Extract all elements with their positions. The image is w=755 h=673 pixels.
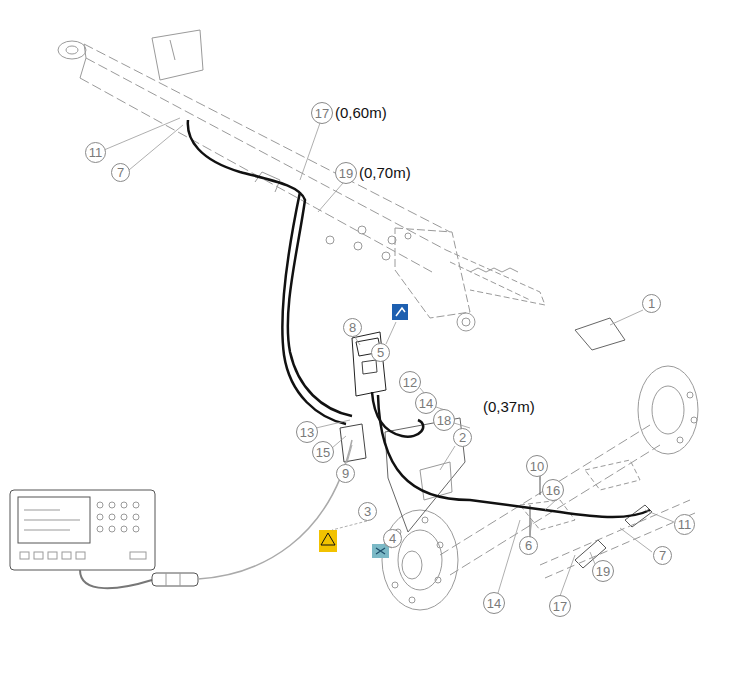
callout-circle: 7 xyxy=(111,163,130,182)
callout-number: 10 xyxy=(530,460,544,473)
callout-circle: 17 xyxy=(311,102,333,124)
callout-circle: 18 xyxy=(433,409,455,431)
callout-circle: 5 xyxy=(371,343,390,362)
callout-circle: 17 xyxy=(549,595,571,617)
callout-number: 6 xyxy=(525,539,532,552)
callout-circle: 16 xyxy=(542,479,564,501)
callout-number: 16 xyxy=(546,484,560,497)
cable-length: (0,70m) xyxy=(358,164,412,181)
callout-circle: 19 xyxy=(335,162,357,184)
callout-circle: 11 xyxy=(674,514,695,535)
callout-circle: 9 xyxy=(336,464,355,483)
callout-number: 7 xyxy=(659,549,666,562)
callout-number: 11 xyxy=(678,518,692,531)
callout-circle: 7 xyxy=(653,546,672,565)
callout-number: 5 xyxy=(377,346,384,359)
callout-circle: 10 xyxy=(526,455,548,477)
callout-number: 15 xyxy=(316,446,330,459)
callout-circle: 14 xyxy=(483,592,505,614)
callout-number: 3 xyxy=(364,505,371,518)
callout-number: 2 xyxy=(459,431,466,444)
callout-number: 1 xyxy=(648,297,655,310)
callout-circle: 13 xyxy=(296,421,318,443)
callout-number: 12 xyxy=(403,376,417,389)
callout-number: 8 xyxy=(349,321,356,334)
callout-number: 17 xyxy=(315,107,329,120)
callout-circle: 14 xyxy=(415,392,437,414)
callout-circle: 4 xyxy=(383,529,402,548)
callout-circle: 19 xyxy=(592,560,614,582)
callout-circle: 15 xyxy=(312,441,334,463)
callout-number: 14 xyxy=(419,397,433,410)
callout-circle: 3 xyxy=(358,502,377,521)
cable-length: (0,37m) xyxy=(482,398,536,415)
callout-number: 11 xyxy=(89,146,103,159)
callout-number: 13 xyxy=(300,426,314,439)
callout-number: 19 xyxy=(596,565,610,578)
callout-circle: 6 xyxy=(519,536,538,555)
callout-number: 4 xyxy=(389,532,396,545)
callout-circle: 12 xyxy=(399,371,421,393)
callout-number: 7 xyxy=(117,166,124,179)
callout-number: 17 xyxy=(553,600,567,613)
callout-number: 18 xyxy=(437,414,451,427)
callout-number: 14 xyxy=(487,597,501,610)
callout-number: 9 xyxy=(342,467,349,480)
callout-circle: 2 xyxy=(453,428,472,447)
cable-length: (0,60m) xyxy=(334,104,388,121)
callout-circle: 1 xyxy=(642,294,661,313)
callout-circle: 8 xyxy=(343,318,362,337)
callout-circle: 11 xyxy=(85,142,106,163)
callout-number: 19 xyxy=(339,167,353,180)
